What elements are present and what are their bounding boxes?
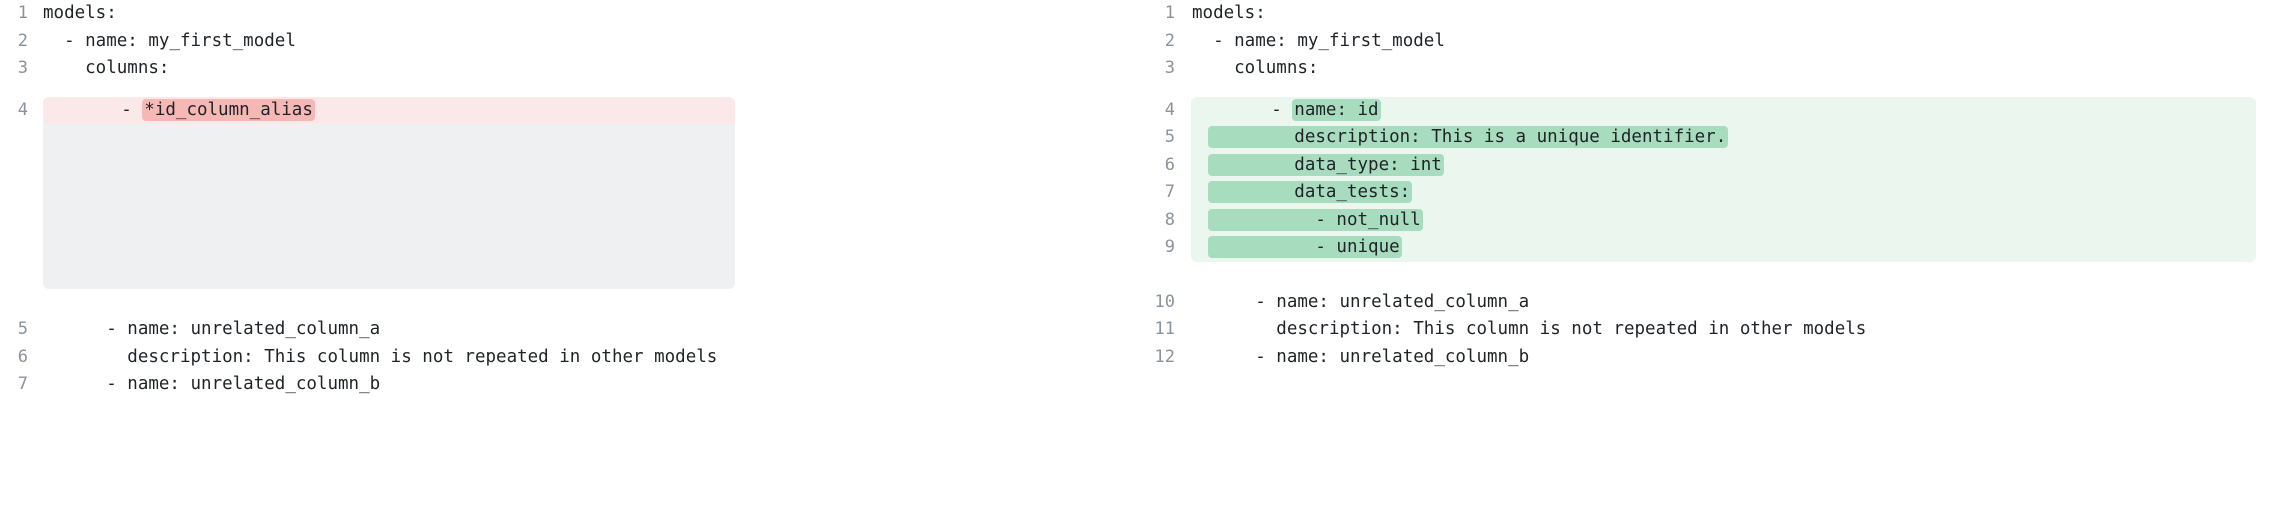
line-code: - name: unrelated_column_a: [43, 319, 381, 339]
line-number: 7: [1164, 182, 1175, 202]
added-token: name: id: [1292, 98, 1381, 121]
added-token: - unique: [1208, 236, 1402, 258]
line-gap: [0, 83, 1139, 97]
code-line: 3 columns:: [1139, 55, 2278, 83]
added-token: - not_null: [1208, 208, 1423, 231]
line-indent: -: [1208, 99, 1293, 120]
added-row-highlight: description: This is a unique identifier…: [1191, 124, 2256, 152]
line-number: 6: [1164, 154, 1175, 175]
line-code: data_tests:: [1191, 179, 2256, 207]
line-gap: [1139, 83, 2278, 97]
code-line-added: 9 - unique: [1139, 234, 2278, 262]
line-code: data_type: int: [1191, 152, 2256, 180]
line-code: columns:: [43, 58, 170, 78]
code-line: 2 - name: my_first_model: [0, 28, 1139, 56]
added-row-highlight: data_type: int: [1191, 151, 2256, 180]
code-line: 1 models:: [0, 0, 1139, 28]
code-line: 2 - name: my_first_model: [1139, 28, 2278, 56]
line-number: 3: [17, 58, 28, 78]
code-line: 10 - name: unrelated_column_a: [1139, 289, 2278, 317]
added-row-highlight: - name: id: [1191, 96, 2256, 125]
line-number: 11: [1154, 319, 1175, 339]
code-line: 3 columns:: [0, 55, 1139, 83]
empty-placeholder-block: [43, 124, 735, 289]
line-code: - name: unrelated_column_a: [1192, 291, 1530, 312]
line-number: 2: [1164, 30, 1175, 51]
code-line: 12 - name: unrelated_column_b: [1139, 344, 2278, 372]
line-code: description: This column is not repeated…: [1192, 319, 1867, 339]
line-number: 12: [1154, 346, 1175, 367]
code-line: 1 models:: [1139, 0, 2278, 28]
line-code: models:: [43, 3, 117, 23]
line-code: - name: my_first_model: [1192, 30, 1445, 51]
line-number: 4: [17, 99, 28, 120]
line-number: 3: [1164, 58, 1175, 78]
added-token: data_type: int: [1208, 153, 1444, 176]
added-token: description: This is a unique identifier…: [1208, 126, 1729, 148]
added-row-highlight: - unique: [1191, 234, 2256, 262]
line-code: - name: unrelated_column_b: [1192, 346, 1530, 367]
code-line-added: 7 data_tests:: [1139, 179, 2278, 207]
line-number: 2: [17, 30, 28, 51]
code-line: 7 - name: unrelated_column_b: [0, 371, 1139, 399]
line-code: - unique: [1191, 234, 2256, 262]
line-code: models:: [1192, 3, 1266, 23]
line-code: - name: unrelated_column_b: [43, 374, 381, 394]
line-number: 8: [1164, 209, 1175, 230]
line-number: 6: [17, 346, 28, 367]
line-code: description: This is a unique identifier…: [1191, 124, 2256, 152]
line-code: - *id_column_alias: [43, 97, 735, 125]
diff-pane-after: 1 models: 2 - name: my_first_model 3 col…: [1139, 0, 2278, 528]
line-number: 1: [1164, 3, 1175, 23]
code-line: 6 description: This column is not repeat…: [0, 344, 1139, 372]
line-gap: [0, 289, 1139, 316]
removed-row-highlight: - *id_column_alias: [43, 96, 735, 125]
line-code: - not_null: [1191, 207, 2256, 235]
line-number: 5: [1164, 127, 1175, 147]
added-row-highlight: - not_null: [1191, 206, 2256, 235]
line-indent: -: [58, 99, 143, 120]
code-line-added: 4 - name: id: [1139, 96, 2278, 125]
removed-token: *id_column_alias: [142, 98, 315, 121]
added-token: data_tests:: [1208, 181, 1413, 203]
line-number: 4: [1164, 99, 1175, 120]
diff-pane-before: 1 models: 2 - name: my_first_model 3 col…: [0, 0, 1139, 399]
line-code: - name: my_first_model: [43, 30, 296, 51]
line-code: columns:: [1192, 58, 1319, 78]
line-number: 10: [1154, 291, 1175, 312]
code-line-removed: 4 - *id_column_alias: [0, 96, 1139, 125]
added-row-highlight: data_tests:: [1191, 179, 2256, 207]
line-gap: [1139, 262, 2278, 289]
code-line-added: 5 description: This is a unique identifi…: [1139, 124, 2278, 152]
line-code: - name: id: [1191, 97, 2256, 125]
code-line-added: 8 - not_null: [1139, 206, 2278, 235]
line-number: 9: [1164, 237, 1175, 257]
line-number: 7: [17, 374, 28, 394]
code-line: 11 description: This column is not repea…: [1139, 316, 2278, 344]
code-line: 5 - name: unrelated_column_a: [0, 316, 1139, 344]
code-line-added: 6 data_type: int: [1139, 151, 2278, 180]
line-number: 1: [17, 3, 28, 23]
line-code: description: This column is not repeated…: [43, 346, 718, 367]
line-number: 5: [17, 319, 28, 339]
